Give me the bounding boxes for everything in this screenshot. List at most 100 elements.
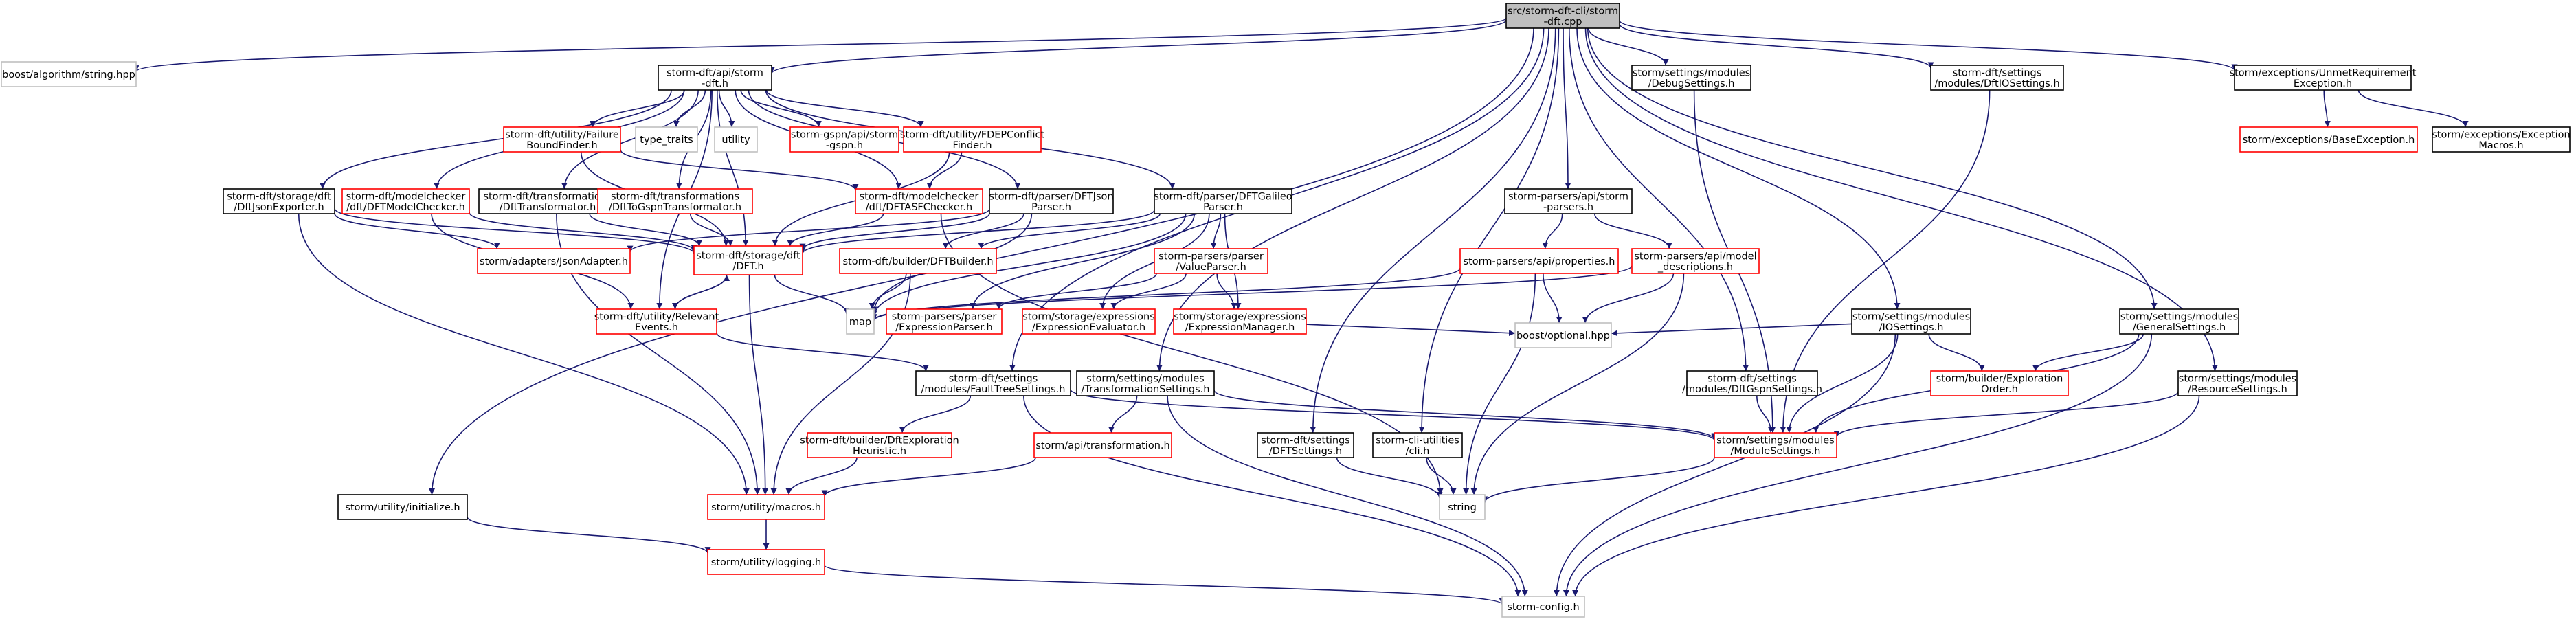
node-dftexplheur[interactable]: storm-dft/builder/DftExplorationHeuristi…	[800, 432, 959, 458]
node-optional[interactable]: boost/optional.hpp	[1514, 322, 1612, 348]
node-parsers_h[interactable]: storm-parsers/api/storm-parsers.h	[1504, 188, 1633, 214]
node-box	[1372, 432, 1463, 458]
edge-modeldesc-to-optional	[1582, 273, 1675, 324]
node-resourcesettings[interactable]: storm/settings/modules/ResourceSettings.…	[2177, 370, 2298, 396]
edge-initialize-to-logging	[467, 516, 711, 554]
node-dftiosettings[interactable]: storm-dft/settings/modules/DftIOSettings…	[1930, 65, 2064, 91]
node-label-line: type_traits	[640, 135, 693, 146]
node-label-line: storm-dft/builder/DftExploration	[800, 435, 959, 446]
node-dftsettings[interactable]: storm-dft/settings/DFTSettings.h	[1257, 432, 1354, 458]
node-label-line: Macros.h	[2478, 140, 2523, 151]
edge-properties-to-string	[1463, 273, 1536, 495]
node-exprmanager[interactable]: storm/storage/expressions/ExpressionMana…	[1173, 308, 1307, 335]
node-label-line: storm-dft/storage/dft	[696, 250, 800, 261]
node-label-line: storm-dft/utility/FDEPConflict	[900, 129, 1045, 140]
node-root[interactable]: src/storm-dft-cli/storm-dft.cpp	[1505, 3, 1620, 29]
edge-logging-to-config	[824, 565, 1505, 605]
edge-transfsettings-to-transformation	[1108, 395, 1138, 434]
node-label-line: storm-cli-utilities	[1376, 435, 1459, 446]
node-jsonexporter[interactable]: storm-dft/storage/dft/DftJsonExporter.h	[223, 188, 335, 214]
node-label-line: _descriptions.h	[1657, 262, 1733, 273]
edge-api_dft-to-fdep	[765, 89, 924, 128]
node-label-line: Parser.h	[1203, 202, 1243, 213]
edge-galileo-to-exprparser	[970, 213, 1196, 310]
node-generalsettings[interactable]: storm/settings/modules/GeneralSettings.h	[2119, 308, 2239, 335]
node-modeldesc[interactable]: storm-parsers/api/model_descriptions.h	[1631, 248, 1760, 274]
node-box	[1154, 188, 1292, 214]
node-initialize[interactable]: storm/utility/initialize.h	[337, 494, 468, 520]
node-logging[interactable]: storm/utility/logging.h	[707, 549, 825, 575]
node-label-line: storm-dft/builder/DFTBuilder.h	[842, 256, 993, 267]
node-iosettings[interactable]: storm/settings/modules/IOSettings.h	[1851, 308, 1971, 335]
node-dfttransformator[interactable]: storm-dft/transformations/DftTransformat…	[478, 188, 617, 214]
node-box	[597, 188, 753, 214]
node-jsonadapter[interactable]: storm/adapters/JsonAdapter.h	[477, 248, 631, 274]
node-dftmc[interactable]: storm-dft/modelchecker/dft/DFTModelCheck…	[341, 188, 470, 214]
node-macros[interactable]: storm/utility/macros.h	[707, 494, 825, 520]
node-label-line: storm/settings/modules	[1852, 311, 1970, 322]
node-label-line: /TransformationSettings.h	[1082, 384, 1210, 395]
node-label-line: boost/optional.hpp	[1516, 330, 1610, 341]
node-exprparser[interactable]: storm-parsers/parser/ExpressionParser.h	[886, 308, 1003, 335]
node-properties[interactable]: storm-parsers/api/properties.h	[1459, 248, 1619, 274]
node-label-line: Parser.h	[1031, 202, 1071, 213]
node-label-line: storm/utility/initialize.h	[345, 502, 460, 513]
node-label-line: /modules/DftGspnSettings.h	[1682, 384, 1822, 395]
node-valueparser[interactable]: storm-parsers/parser/ValueParser.h	[1154, 248, 1268, 274]
node-api_dft[interactable]: storm-dft/api/storm-dft.h	[658, 65, 772, 91]
node-baseexc[interactable]: storm/exceptions/BaseException.h	[2239, 126, 2418, 153]
node-faulttree[interactable]: storm-dft/settings/modules/FaultTreeSett…	[915, 370, 1071, 396]
node-label-line: storm/storage/expressions	[1174, 311, 1306, 322]
edge-jsonexporter-to-jsonadapter	[334, 213, 500, 249]
node-string[interactable]: string	[1439, 494, 1486, 520]
edge-galileo-to-map	[871, 213, 1187, 317]
node-gspn_api[interactable]: storm-gspn/api/storm-gspn.h	[789, 126, 899, 153]
node-transformation[interactable]: storm/api/transformation.h	[1033, 432, 1172, 458]
edge-faulttree-to-dftexplheur	[899, 395, 972, 434]
node-utility[interactable]: utility	[714, 126, 758, 153]
node-dftbuilder[interactable]: storm-dft/builder/DFTBuilder.h	[839, 248, 997, 274]
node-boost_string[interactable]: boost/algorithm/string.hpp	[1, 61, 137, 87]
edge-generalsettings-to-explorationorder	[2032, 333, 2144, 372]
node-debugsettings[interactable]: storm/settings/modules/DebugSettings.h	[1631, 65, 1751, 91]
node-asfchecker[interactable]: storm-dft/modelchecker/dft/DFTASFChecker…	[855, 188, 983, 214]
node-cli[interactable]: storm-cli-utilities/cli.h	[1372, 432, 1463, 458]
edge-jsonexporter-to-dft_h	[334, 207, 697, 254]
node-togspn[interactable]: storm-dft/transformations/DftToGspnTrans…	[597, 188, 753, 214]
node-modulesettings[interactable]: storm/settings/modules/ModuleSettings.h	[1714, 432, 1837, 458]
node-unmet[interactable]: storm/exceptions/UnmetRequirementExcepti…	[2230, 65, 2417, 91]
edge-root-to-api_dft	[768, 19, 1507, 74]
edge-dft_h-to-macros	[748, 274, 769, 495]
edge-api_dft-to-jsonexporter	[320, 89, 672, 190]
edge-root-to-iosettings	[1576, 27, 1901, 310]
node-config[interactable]: storm-config.h	[1501, 596, 1585, 618]
node-dftgspnsettings[interactable]: storm-dft/settings/modules/DftGspnSettin…	[1682, 370, 1822, 396]
node-dft_h[interactable]: storm-dft/storage/dft/DFT.h	[693, 245, 803, 275]
node-label-line: storm-dft/utility/Failure	[505, 129, 619, 140]
node-box	[989, 188, 1114, 214]
edge-parsers_h-to-properties	[1542, 213, 1563, 249]
node-expreval[interactable]: storm/storage/expressions/ExpressionEval…	[1022, 308, 1156, 335]
node-box	[1514, 322, 1612, 348]
node-label-line: storm-dft/settings	[1953, 67, 2042, 78]
edge-valueparser-to-expreval	[1110, 273, 1187, 310]
node-box	[223, 188, 335, 214]
edge-relevant-to-dft_h	[674, 274, 730, 310]
edge-galileo-to-dftbuilder	[978, 213, 1161, 249]
edge-properties-to-optional	[1543, 273, 1563, 324]
node-transfsettings[interactable]: storm/settings/modules/TransformationSet…	[1076, 370, 1215, 396]
edge-resourcesettings-to-modulesettings	[1833, 391, 2179, 438]
edge-api_dft-to-utility	[718, 89, 735, 128]
node-map[interactable]: map	[846, 308, 875, 335]
node-type_traits[interactable]: type_traits	[635, 126, 698, 153]
node-label-line: storm/settings/modules	[1716, 435, 1834, 446]
node-label-line: /DftTransformator.h	[500, 202, 596, 213]
